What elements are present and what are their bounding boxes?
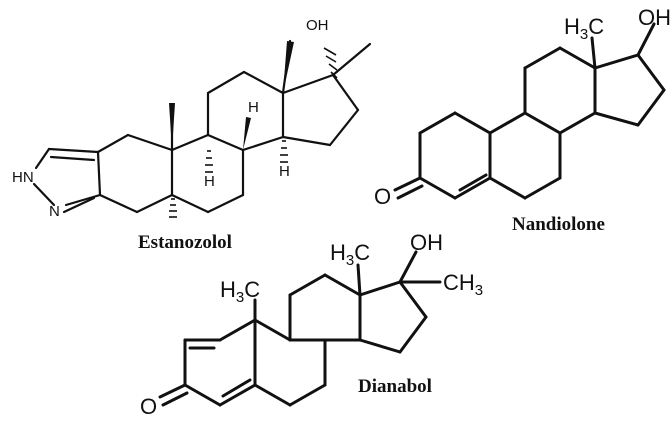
dianabol-name: Dianabol (358, 376, 432, 397)
estanozolol-h-label-2: H (204, 173, 215, 190)
dianabol-ketone-o-label: O (140, 394, 157, 419)
estanozolol-h-label-1: H (248, 99, 259, 116)
estanozolol-stereo-bonds (169, 41, 338, 218)
estanozolol-hn-label: HN (12, 169, 34, 186)
molecule-estanozolol: OH HN N H H H Estanozolol (12, 17, 372, 253)
estanozolol-n-label: N (49, 203, 60, 220)
molecule-dianabol: H3C H3C OH CH3 O Dianabol (140, 230, 483, 419)
dianabol-skeleton (158, 250, 442, 407)
nandiolone-atom-labels: H3C OH O (374, 5, 671, 209)
estanozolol-name: Estanozolol (138, 232, 232, 253)
dianabol-ch3-label: CH3 (443, 270, 483, 299)
nandiolone-methyl-label: H3C (564, 14, 604, 43)
molecule-nandiolone: H3C OH O Nandiolone (374, 5, 671, 235)
dianabol-atom-labels: H3C H3C OH CH3 O (140, 230, 483, 419)
estanozolol-atom-labels: OH HN N H H H (12, 17, 329, 220)
estanozolol-h-label-3: H (279, 163, 290, 180)
dianabol-oh-label: OH (410, 230, 443, 255)
nandiolone-oh-label: OH (638, 5, 671, 30)
estanozolol-oh-label: OH (306, 17, 329, 34)
nandiolone-skeleton (393, 22, 666, 200)
dianabol-methyl-label-ring: H3C (220, 277, 260, 306)
nandiolone-ketone-o-label: O (374, 184, 391, 209)
nandiolone-name: Nandiolone (512, 214, 605, 235)
estanozolol-skeleton (32, 39, 372, 214)
dianabol-methyl-label-top: H3C (330, 240, 370, 269)
